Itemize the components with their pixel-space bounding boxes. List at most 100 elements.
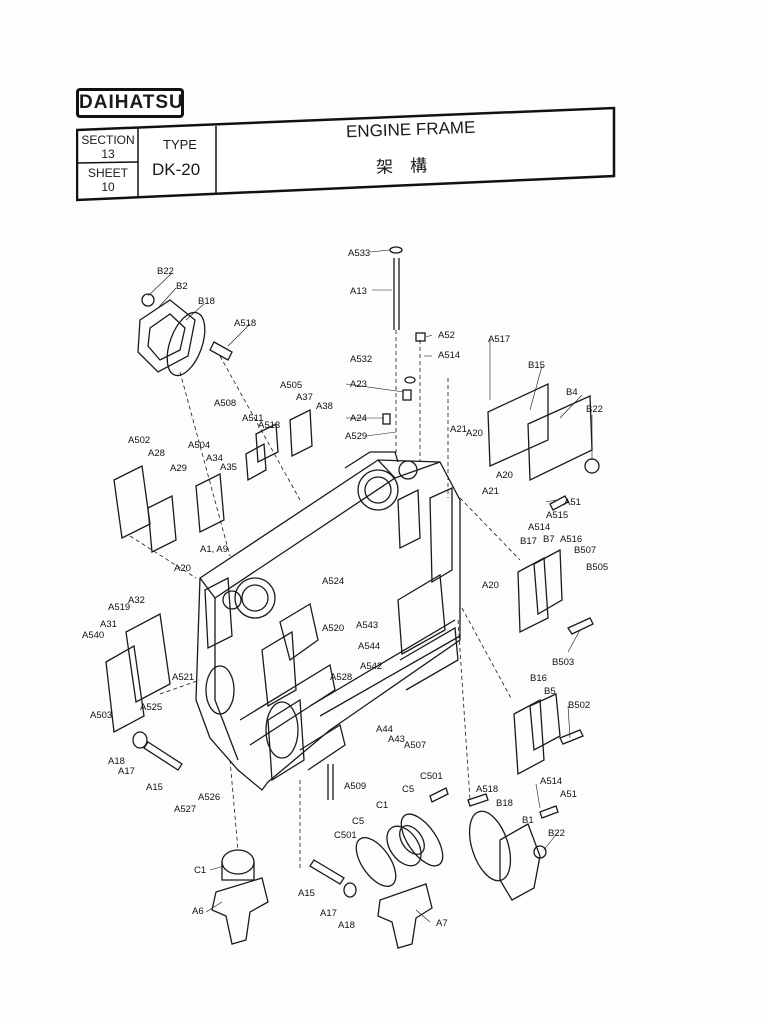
callout-b507: B507 <box>574 545 596 556</box>
callout-a540: A540 <box>82 630 104 641</box>
callout-a32: A32 <box>128 595 145 606</box>
callout-a34: A34 <box>206 453 223 464</box>
callout-a505: A505 <box>280 380 302 391</box>
callout-b1: B1 <box>522 815 534 826</box>
callout-a51-top: A51 <box>564 497 581 508</box>
callout-a15-left: A15 <box>146 782 163 793</box>
callout-a509: A509 <box>344 781 366 792</box>
callout-b16: B16 <box>530 673 547 684</box>
callout-b22-bottom: B22 <box>548 828 565 839</box>
callout-a17-bottom: A17 <box>320 908 337 919</box>
type-label: TYPE <box>163 137 197 152</box>
section-label: SECTION <box>81 133 135 147</box>
callout-leaders <box>147 249 593 923</box>
callout-a542: A542 <box>360 661 382 672</box>
callout-a516: A516 <box>560 534 582 545</box>
callout-a514: A514 <box>438 350 460 361</box>
callout-a511: A511 <box>242 413 263 424</box>
callout-a504: A504 <box>188 440 210 451</box>
callout-b502: B502 <box>568 700 590 711</box>
callout-a508: A508 <box>214 398 236 409</box>
callout-b22: B22 <box>157 266 174 277</box>
callout-a543: A543 <box>356 620 378 631</box>
callout-a514-mid: A514 <box>528 522 550 533</box>
callout-a502: A502 <box>128 435 150 446</box>
title-block: SECTION 13 SHEET 10 TYPE DK-20 ENGINE FR… <box>76 106 616 202</box>
title-block-frame <box>76 106 616 202</box>
engine-frame-drawing <box>105 246 600 949</box>
callout-a515: A515 <box>546 510 568 521</box>
callout-c501-right: C501 <box>420 771 443 782</box>
callout-c501-mid: C501 <box>334 830 357 841</box>
callout-b5: B5 <box>544 686 556 697</box>
type-value: DK-20 <box>152 160 201 179</box>
callout-a17-left: A17 <box>118 766 135 777</box>
callout-b2: B2 <box>176 281 188 292</box>
callout-a21-top: A21 <box>450 424 467 435</box>
callout-b503: B503 <box>552 657 574 668</box>
callout-a35: A35 <box>220 462 237 473</box>
callout-a38: A38 <box>316 401 333 412</box>
callout-a529: A529 <box>345 431 367 442</box>
callout-a528: A528 <box>330 672 352 683</box>
callout-b17: B17 <box>520 536 537 547</box>
callout-a518-bottom: A518 <box>476 784 498 795</box>
callout-a527: A527 <box>174 804 196 815</box>
callout-c5-mid: C5 <box>352 816 364 827</box>
callout-c1-left: C1 <box>194 865 206 876</box>
callout-a15-bottom: A15 <box>298 888 315 899</box>
callout-a51-bottom: A51 <box>560 789 577 800</box>
callout-a18-left: A18 <box>108 756 125 767</box>
callout-a37: A37 <box>296 392 313 403</box>
callout-b4: B4 <box>566 387 578 398</box>
callout-a23: A23 <box>350 379 367 390</box>
assembly-leader-lines <box>129 330 521 870</box>
callout-a513: A513 <box>258 420 280 431</box>
callout-a52: A52 <box>438 330 455 341</box>
part-callouts: A533 A13 B22 B2 B18 A518 A52 A514 A517 A… <box>82 248 608 931</box>
callout-b15: B15 <box>528 360 545 371</box>
callout-a521: A521 <box>172 672 194 683</box>
callout-a43: A43 <box>388 734 405 745</box>
callout-a44: A44 <box>376 724 393 735</box>
callout-a20-left: A20 <box>174 563 191 574</box>
callout-a18-bottom: A18 <box>338 920 355 931</box>
callout-b18-bottom: B18 <box>496 798 513 809</box>
callout-a533: A533 <box>348 248 370 259</box>
callout-a7: A7 <box>436 918 448 929</box>
callout-a31: A31 <box>100 619 117 630</box>
callout-a518: A518 <box>234 318 256 329</box>
callout-a20-top: A20 <box>466 428 483 439</box>
callout-a6: A6 <box>192 906 204 917</box>
sheet-value: 10 <box>101 180 115 194</box>
sheet-label: SHEET <box>87 166 128 180</box>
section-value: 13 <box>101 147 115 161</box>
callout-a517: A517 <box>488 334 510 345</box>
callout-c5-right: C5 <box>402 784 414 795</box>
callout-a503: A503 <box>90 710 112 721</box>
callout-a21-mid: A21 <box>482 486 499 497</box>
callout-a28: A28 <box>148 448 165 459</box>
callout-b22-right: B22 <box>586 404 603 415</box>
callout-c1-mid: C1 <box>376 800 388 811</box>
callout-b505: B505 <box>586 562 608 573</box>
callout-a520: A520 <box>322 623 344 634</box>
callout-b18: B18 <box>198 296 215 307</box>
callout-a525: A525 <box>140 702 162 713</box>
callout-a532: A532 <box>350 354 372 365</box>
callout-a1-a9: A1, A9 <box>200 544 228 555</box>
callout-a514-bottom: A514 <box>540 776 562 787</box>
callout-a24: A24 <box>350 413 367 424</box>
callout-a524: A524 <box>322 576 344 587</box>
callout-a519: A519 <box>108 602 130 613</box>
callout-a29: A29 <box>170 463 187 474</box>
callout-a507: A507 <box>404 740 426 751</box>
callout-a20-right: A20 <box>482 580 499 591</box>
callout-a20-mid: A20 <box>496 470 513 481</box>
callout-a526: A526 <box>198 792 220 803</box>
callout-a13: A13 <box>350 286 367 297</box>
daihatsu-logo: DAIHATSU <box>76 88 184 118</box>
callout-b7: B7 <box>543 534 555 545</box>
